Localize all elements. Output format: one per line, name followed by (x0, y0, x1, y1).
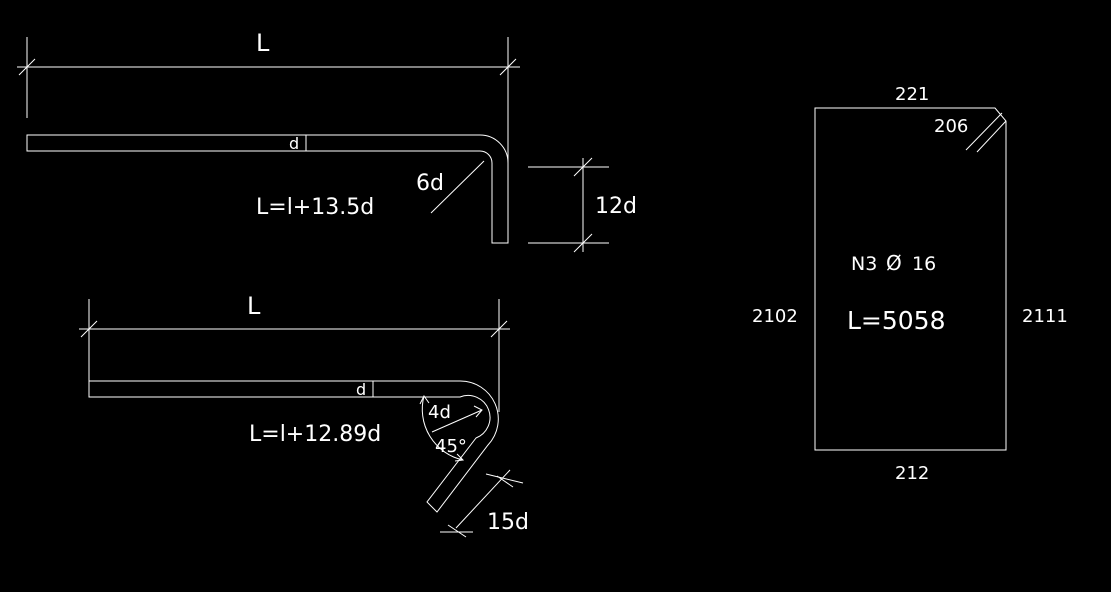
shape-length: L=5058 (847, 306, 946, 335)
bottom-dim-tick-right (490, 320, 508, 338)
top-length-label: L (256, 29, 270, 57)
bottom-bar-outline (88, 380, 499, 513)
bottom-length-label: L (247, 292, 261, 320)
top-hook-detail (17, 37, 609, 253)
shape-left-dim: 2102 (752, 306, 798, 327)
bottom-angle-arc (421, 395, 464, 461)
bottom-hook-dim-tick-a (496, 475, 514, 488)
bottom-hook-dim-tick-b (447, 524, 467, 538)
chamfer-dim-line-2 (976, 120, 1007, 153)
top-bar-outline (26, 134, 509, 244)
bottom-angle-arrow-top (419, 395, 430, 405)
rebar-shape-outline (814, 107, 1007, 451)
top-hook-length-label: 12d (595, 194, 637, 219)
top-radius-leader (430, 160, 485, 214)
bottom-radius-leader (431, 409, 483, 433)
chamfer-dim-line (965, 112, 1003, 151)
top-formula: L=l+13.5d (256, 195, 374, 220)
bottom-dim-tick-left (80, 320, 98, 338)
bottom-radius-label: 4d (428, 402, 451, 423)
shape-bottom-dim: 212 (895, 463, 929, 484)
top-radius-label: 6d (416, 171, 444, 196)
bottom-dia-label: d (356, 380, 366, 399)
shape-top-dim: 221 (895, 84, 929, 105)
shape-right-dim: 2111 (1022, 306, 1068, 327)
bottom-angle-label: 45° (435, 436, 467, 457)
top-hook-dim-tick-bottom (573, 233, 593, 253)
top-dia-label: d (289, 134, 299, 153)
bottom-angle-arrow-bottom (454, 453, 465, 462)
top-dim-tick-left (18, 58, 36, 76)
bottom-hook-length-label: 15d (487, 510, 529, 535)
shape-chamfer-dim: 206 (934, 116, 968, 137)
bottom-hook-dim-line (455, 469, 511, 529)
top-hook-dim-tick-top (573, 157, 593, 177)
top-dim-tick-right (499, 58, 517, 76)
shape-mark: N3 (851, 253, 877, 275)
bottom-hook-detail (79, 299, 524, 538)
bottom-hook-dim-ext-a (485, 473, 524, 484)
bottom-radius-arrowhead (473, 405, 483, 418)
shape-diameter: 16 (912, 253, 936, 275)
rebar-shape (814, 107, 1007, 451)
bottom-formula: L=l+12.89d (249, 422, 381, 447)
shape-dia-symbol: Ø (886, 251, 902, 275)
